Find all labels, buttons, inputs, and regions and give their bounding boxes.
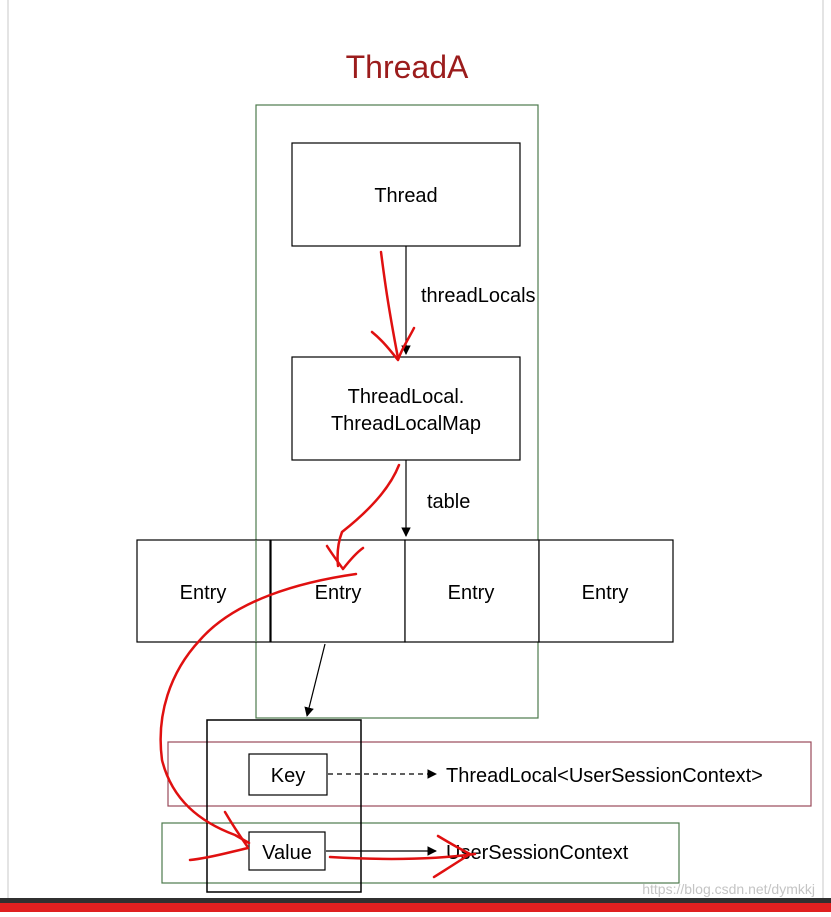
map-label-line1: ThreadLocal.	[348, 386, 465, 408]
red-annotation-strokes	[159, 250, 477, 879]
bottom-red-bar	[0, 903, 831, 912]
annotation-stroke-7	[188, 846, 250, 862]
map-label-line2: ThreadLocalMap	[331, 413, 481, 435]
diagram-title: ThreadA	[346, 49, 469, 85]
entry-to-object-arrow	[304, 643, 326, 717]
key-target-label: ThreadLocal<UserSessionContext>	[446, 765, 763, 787]
annotation-stroke-2	[370, 326, 416, 362]
thread-label: Thread	[374, 185, 437, 207]
key-box	[248, 753, 328, 796]
value-target-label: UserSessionContext	[446, 842, 629, 864]
entry-box-4	[538, 539, 674, 643]
key-row-frame	[167, 741, 812, 807]
annotation-stroke-1	[379, 250, 400, 360]
watermark-text: https://blog.csdn.net/dymkkj	[642, 881, 815, 897]
value-row-frame	[161, 822, 680, 884]
annotation-stroke-8	[328, 852, 477, 861]
value-label: Value	[262, 842, 312, 864]
annotation-stroke-3	[336, 463, 401, 568]
entry-label-1: Entry	[180, 582, 227, 604]
threadlocals-label: threadLocals	[421, 285, 536, 307]
entry-label-3: Entry	[448, 582, 495, 604]
annotation-stroke-5	[159, 572, 358, 845]
table-label: table	[427, 491, 470, 513]
thread-a-frame	[255, 104, 539, 719]
thread-box	[291, 142, 521, 247]
entry-object-box	[206, 719, 362, 893]
entry-label-2: Entry	[315, 582, 362, 604]
threadlocalmap-box	[291, 356, 521, 461]
annotation-stroke-6	[223, 810, 249, 848]
annotation-stroke-9	[432, 834, 472, 879]
bottom-dark-bar	[0, 898, 831, 903]
value-box	[248, 831, 326, 871]
entry-label-4: Entry	[582, 582, 629, 604]
key-label: Key	[271, 765, 305, 787]
entry-box-1	[136, 539, 271, 643]
annotation-stroke-4	[325, 544, 365, 571]
